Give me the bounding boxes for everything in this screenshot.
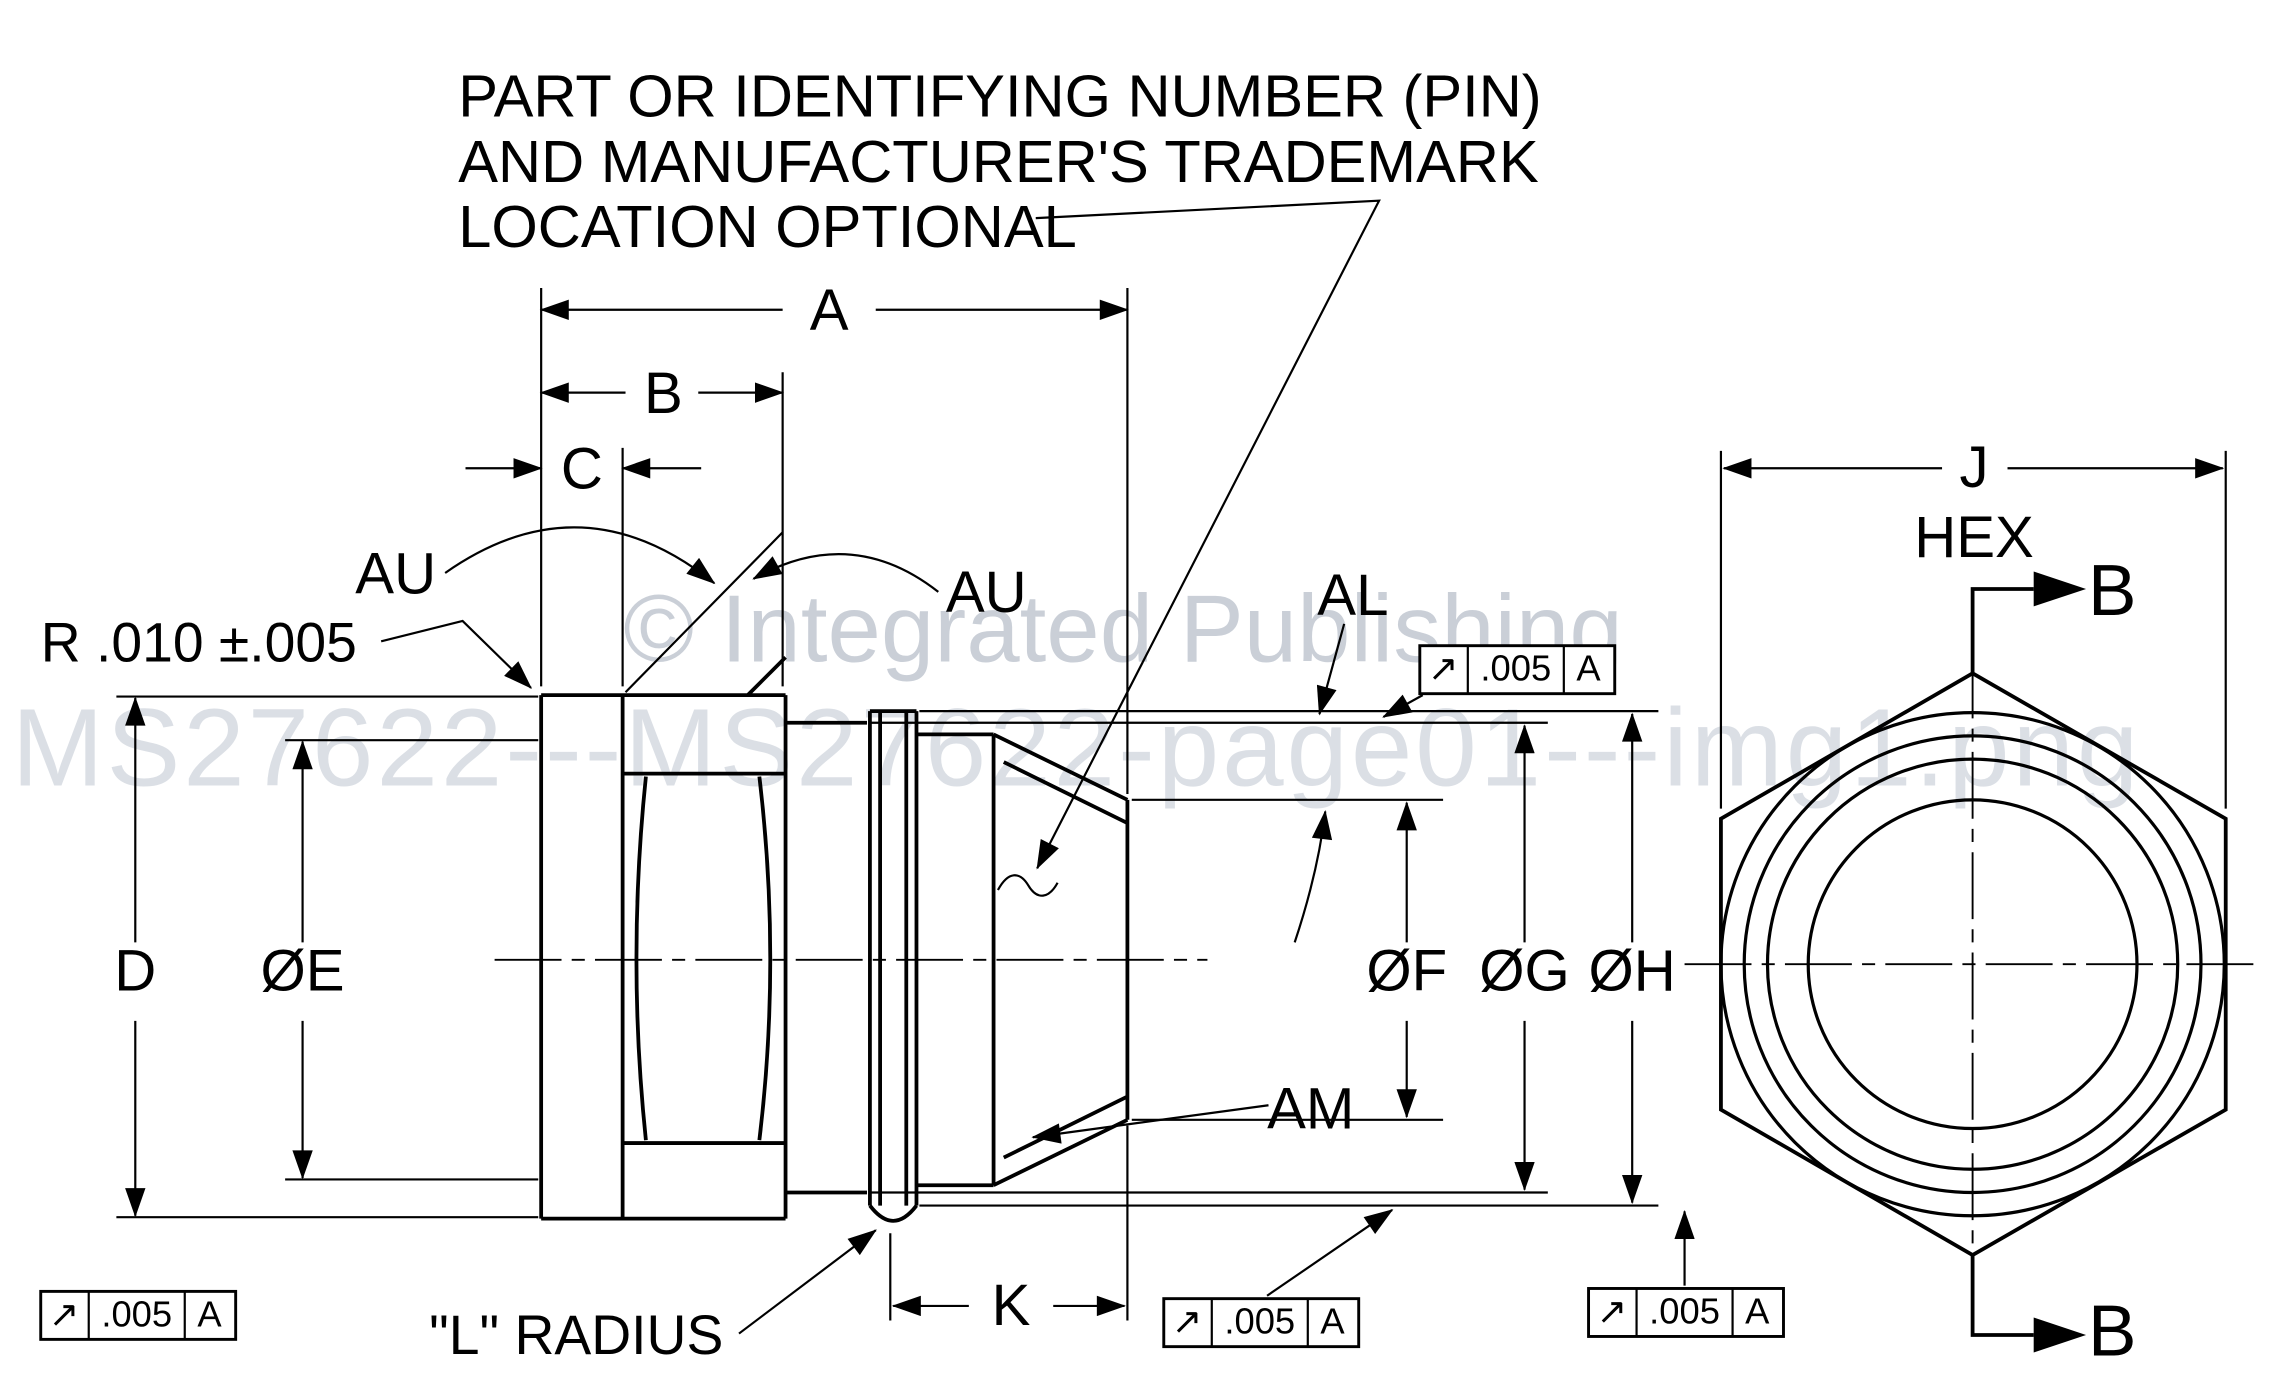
dim-d-label: D <box>114 938 156 1003</box>
dim-k-label: K <box>992 1273 1031 1338</box>
dim-c-label: C <box>561 437 603 502</box>
runout-symbol-icon: ↗ <box>1172 1301 1202 1342</box>
fcf-box <box>1587 1287 1785 1338</box>
dim-j-label: J <box>1960 435 1989 500</box>
section-arrowhead-top <box>2033 571 2087 607</box>
fcf-datum: A <box>197 1293 222 1334</box>
marking-squiggle <box>996 874 1059 897</box>
fcf-datum: A <box>1745 1290 1770 1331</box>
fcf-tolerance: .005 <box>1649 1290 1720 1331</box>
fcf-dividers <box>1210 1298 1309 1347</box>
fcf-bottom-right: ↗ .005 A <box>1587 1287 1785 1338</box>
dim-h-label: ØH <box>1589 938 1676 1003</box>
dim-au-right-label: AU <box>946 560 1027 625</box>
runout-symbol-icon: ↗ <box>1597 1290 1627 1331</box>
end-view <box>1684 571 2261 1353</box>
leader-lines <box>380 199 1695 1335</box>
part-outline <box>539 655 1130 1221</box>
dim-b-label: B <box>644 361 683 426</box>
dim-g-label: ØG <box>1479 938 1569 1003</box>
dim-e-label: ØE <box>261 938 345 1003</box>
ring-radius-profile <box>868 1204 918 1223</box>
dimension-lines <box>125 299 2225 1317</box>
fcf-dividers <box>87 1291 186 1340</box>
pin-note-leader <box>1035 199 1381 870</box>
hex-label: HEX <box>1914 505 2034 570</box>
watermark-line2: MS27622---MS27622-page01---img1.png <box>12 686 2142 809</box>
hex-corner-arcs <box>634 776 773 1141</box>
al-leader <box>1316 623 1346 716</box>
fcf-bottom-left: ↗ .005 A <box>39 1289 238 1341</box>
fcf-dividers <box>1635 1288 1734 1337</box>
section-b-top-label: B <box>2088 550 2137 631</box>
dim-a-label: A <box>810 278 849 343</box>
fcf-box <box>39 1289 238 1341</box>
dim-au-left-label: AU <box>355 541 436 606</box>
watermark: © Integrated Publishing MS27622---MS2762… <box>12 576 2142 810</box>
l-radius-leader <box>738 1229 877 1335</box>
au-right-leader <box>752 553 939 593</box>
fcf-tolerance: .005 <box>101 1293 172 1334</box>
section-arrow-top <box>1970 571 2087 674</box>
dim-am-label: AM <box>1267 1077 1354 1142</box>
fcf-dividers <box>1466 645 1565 694</box>
pin-note-line2: AND MANUFACTURER'S TRADEMARK <box>458 128 1539 195</box>
runout-symbol-icon: ↗ <box>1428 648 1458 689</box>
fcf-top-leader <box>1382 694 1424 718</box>
runout-symbol-icon: ↗ <box>49 1293 79 1334</box>
l-radius-callout: "L" RADIUS <box>429 1304 723 1366</box>
section-arrow-bottom <box>1970 1255 2087 1353</box>
fcf-bottom-middle: ↗ .005 A <box>1162 1297 1361 1349</box>
fcf-top-right: ↗ .005 A <box>1418 644 1617 696</box>
section-arrow-bottom-stem <box>1970 1255 2034 1337</box>
fcf-tolerance: .005 <box>1480 648 1551 689</box>
radius-callout-leader <box>380 619 533 689</box>
fcf-middle-leader <box>1266 1209 1394 1297</box>
f-surface-leader <box>1293 810 1333 943</box>
extension-lines <box>116 287 2227 1321</box>
dim-al-label: AL <box>1317 563 1388 628</box>
pin-note-line1: PART OR IDENTIFYING NUMBER (PIN) <box>458 62 1541 129</box>
fcf-datum: A <box>1320 1301 1345 1342</box>
radius-callout: R .010 ±.005 <box>41 612 357 674</box>
section-arrowhead-bottom <box>2033 1317 2087 1353</box>
section-b-bottom-label: B <box>2088 1290 2137 1371</box>
pin-note: PART OR IDENTIFYING NUMBER (PIN) AND MAN… <box>458 62 1541 260</box>
fcf-tolerance: .005 <box>1224 1301 1295 1342</box>
au-left-leader <box>444 526 716 585</box>
pin-note-line3: LOCATION OPTIONAL <box>458 193 1077 260</box>
section-arrow-top-stem <box>1970 587 2034 674</box>
dim-f-label: ØF <box>1366 938 1447 1003</box>
fcf-box <box>1418 644 1617 696</box>
am-leader <box>1031 1104 1269 1144</box>
fcf-box <box>1162 1297 1361 1349</box>
fcf-datum: A <box>1576 648 1601 689</box>
